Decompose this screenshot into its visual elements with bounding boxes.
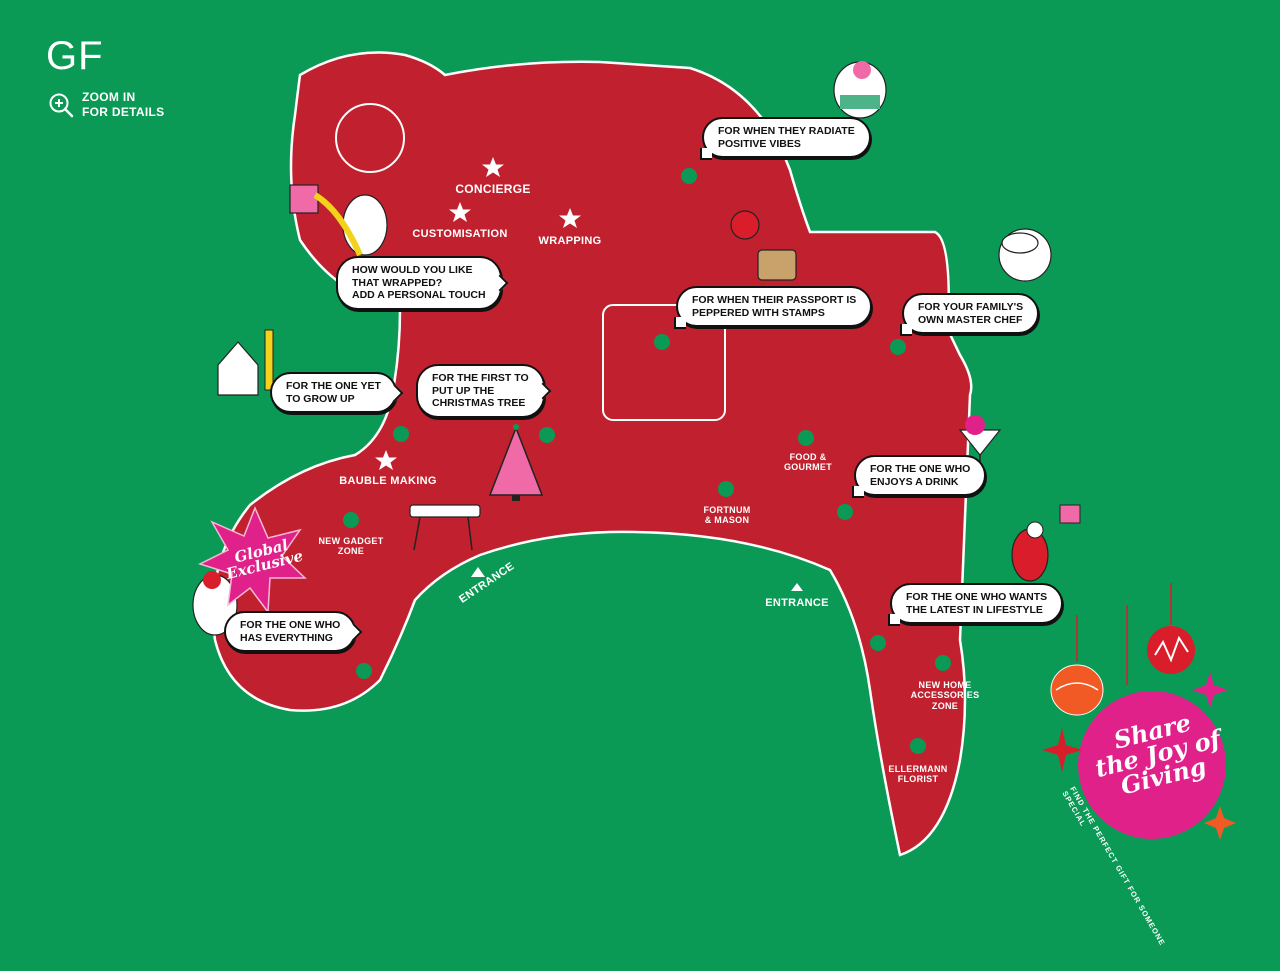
marker-new-home[interactable]	[935, 655, 951, 671]
floor-map[interactable]	[0, 0, 1280, 905]
ellermann-line2: FLORIST	[897, 774, 939, 785]
ellermann-line1: ELLERMANN	[888, 764, 948, 774]
concierge-star-icon	[482, 157, 504, 177]
elf-wrapping-icon	[289, 184, 388, 257]
new-home-line2: ACCESSORIES	[910, 690, 980, 701]
sparkle-red-icon	[1042, 728, 1082, 772]
fortnum-line2: & MASON	[704, 515, 750, 526]
marker-drink[interactable]	[837, 504, 853, 520]
marker-positive-vibes[interactable]	[681, 168, 697, 184]
marker-food-gourmet[interactable]	[798, 430, 814, 446]
bubble-everything[interactable]: FOR THE ONE WHO HAS EVERYTHING	[224, 611, 357, 653]
marker-grow-up[interactable]	[393, 426, 409, 442]
zoom-line1: ZOOM IN	[82, 90, 136, 104]
floor-code: GF	[46, 34, 104, 78]
ornament-orange-icon	[1050, 615, 1104, 716]
bubble-grow-up-line1: FOR THE ONE YET	[286, 380, 381, 392]
cocktail-glass-icon	[958, 415, 1002, 480]
entrance-left-arrow-icon	[471, 567, 485, 577]
sparkle-orange-icon	[1204, 806, 1236, 840]
toy-house-icon	[217, 329, 274, 396]
bubble-positive-vibes-line1: FOR WHEN THEY RADIATE	[718, 125, 855, 137]
bubble-christmas-tree-line2: PUT UP THE	[432, 384, 495, 397]
marker-everything[interactable]	[356, 663, 372, 679]
bubble-everything-line1: FOR THE ONE WHO	[240, 619, 341, 631]
bubble-drink-line1: FOR THE ONE WHO	[870, 463, 971, 475]
marker-passport[interactable]	[654, 334, 670, 350]
marker-lifestyle[interactable]	[870, 635, 886, 651]
santa-icon	[1011, 504, 1081, 582]
marker-master-chef[interactable]	[890, 339, 906, 355]
bauble-banner-icon	[409, 504, 481, 551]
entrance-right-arrow-icon	[791, 583, 803, 591]
bubble-lifestyle-line2: THE LATEST IN LIFESTYLE	[906, 603, 1043, 616]
bubble-master-chef-line1: FOR YOUR FAMILY'S	[918, 301, 1024, 313]
new-home-label[interactable]: NEW HOME ACCESSORIES ZONE	[905, 680, 985, 711]
bubble-passport-line1: FOR WHEN THEIR PASSPORT IS	[692, 294, 857, 306]
fortnum-line1: FORTNUM	[703, 505, 751, 515]
bubble-passport[interactable]: FOR WHEN THEIR PASSPORT IS PEPPERED WITH…	[676, 286, 873, 328]
wrapping-star-icon	[559, 208, 581, 228]
new-gadget-label[interactable]: NEW GADGET ZONE	[312, 536, 390, 557]
sparkle-pink-icon	[1192, 672, 1228, 708]
ellermann-label[interactable]: ELLERMANN FLORIST	[880, 764, 956, 785]
bubble-positive-vibes[interactable]: FOR WHEN THEY RADIATE POSITIVE VIBES	[702, 117, 871, 159]
bubble-lifestyle[interactable]: FOR THE ONE WHO WANTS THE LATEST IN LIFE…	[890, 583, 1064, 625]
new-gadget-line1: NEW GADGET	[318, 536, 384, 546]
global-exclusive-badge	[198, 506, 307, 615]
marker-ellermann[interactable]	[910, 738, 926, 754]
elf-suitcase-icon	[730, 210, 797, 281]
bubble-master-chef-line2: OWN MASTER CHEF	[918, 313, 1023, 326]
zoom-hint[interactable]: ZOOM IN FOR DETAILS	[48, 90, 164, 120]
food-gourmet-label[interactable]: FOOD & GOURMET	[776, 452, 840, 473]
concierge-label[interactable]: CONCIERGE	[455, 182, 531, 196]
bubble-lifestyle-line1: FOR THE ONE WHO WANTS	[906, 591, 1048, 603]
customisation-star-icon	[449, 202, 471, 222]
new-gadget-line2: ZONE	[337, 546, 365, 557]
bubble-christmas-tree-line3: CHRISTMAS TREE	[432, 397, 526, 410]
markers	[343, 168, 951, 754]
wrapping-label[interactable]: WRAPPING	[538, 235, 602, 247]
bubble-passport-line2: PEPPERED WITH STAMPS	[692, 306, 825, 319]
bubble-drink[interactable]: FOR THE ONE WHO ENJOYS A DRINK	[854, 455, 987, 497]
ornament-red-icon	[1147, 583, 1195, 674]
customisation-label[interactable]: CUSTOMISATION	[412, 228, 508, 240]
bubble-master-chef[interactable]: FOR YOUR FAMILY'S OWN MASTER CHEF	[902, 293, 1040, 335]
marker-fortnum[interactable]	[718, 481, 734, 497]
bubble-everything-line2: HAS EVERYTHING	[240, 631, 333, 644]
new-home-line1: NEW HOME	[918, 680, 972, 690]
christmas-tree-icon	[488, 424, 544, 501]
floor-area	[211, 51, 973, 857]
atrium-circle	[335, 103, 405, 173]
bubble-wrapped-line2: THAT WRAPPED?	[352, 276, 443, 289]
marker-new-gadget[interactable]	[343, 512, 359, 528]
bubble-wrapped-line1: HOW WOULD YOU LIKE	[352, 264, 473, 276]
bubble-grow-up-line2: TO GROW UP	[286, 392, 355, 405]
entrance-right-label[interactable]: ENTRANCE	[765, 597, 829, 609]
inner-room	[602, 304, 726, 421]
bubble-positive-vibes-line2: POSITIVE VIBES	[718, 137, 801, 150]
bubble-christmas-tree-line1: FOR THE FIRST TO	[432, 372, 529, 384]
ornament-main-icon	[1078, 605, 1226, 839]
food-gourmet-line1: FOOD &	[789, 452, 827, 462]
bubble-christmas-tree[interactable]: FOR THE FIRST TO PUT UP THE CHRISTMAS TR…	[416, 364, 545, 418]
bauble-making-star-icon	[375, 450, 397, 470]
bubble-wrapped-line3: ADD A PERSONAL TOUCH	[352, 289, 486, 302]
zoom-hint-text: ZOOM IN FOR DETAILS	[82, 90, 164, 120]
bubble-grow-up[interactable]: FOR THE ONE YET TO GROW UP	[270, 372, 397, 414]
zoom-line2: FOR DETAILS	[82, 105, 165, 119]
fortnum-label[interactable]: FORTNUM & MASON	[696, 505, 758, 526]
bauble-making-label[interactable]: BAUBLE MAKING	[339, 475, 437, 487]
elf-positive-vibes-icon	[833, 61, 887, 119]
food-gourmet-line2: GOURMET	[783, 462, 833, 473]
bubble-drink-line2: ENJOYS A DRINK	[870, 475, 959, 488]
new-home-line3: ZONE	[931, 700, 959, 711]
zoom-in-icon[interactable]	[48, 92, 74, 118]
chef-icon	[998, 228, 1052, 282]
marker-christmas-tree[interactable]	[539, 427, 555, 443]
bubble-wrapped[interactable]: HOW WOULD YOU LIKE THAT WRAPPED? ADD A P…	[336, 256, 502, 310]
